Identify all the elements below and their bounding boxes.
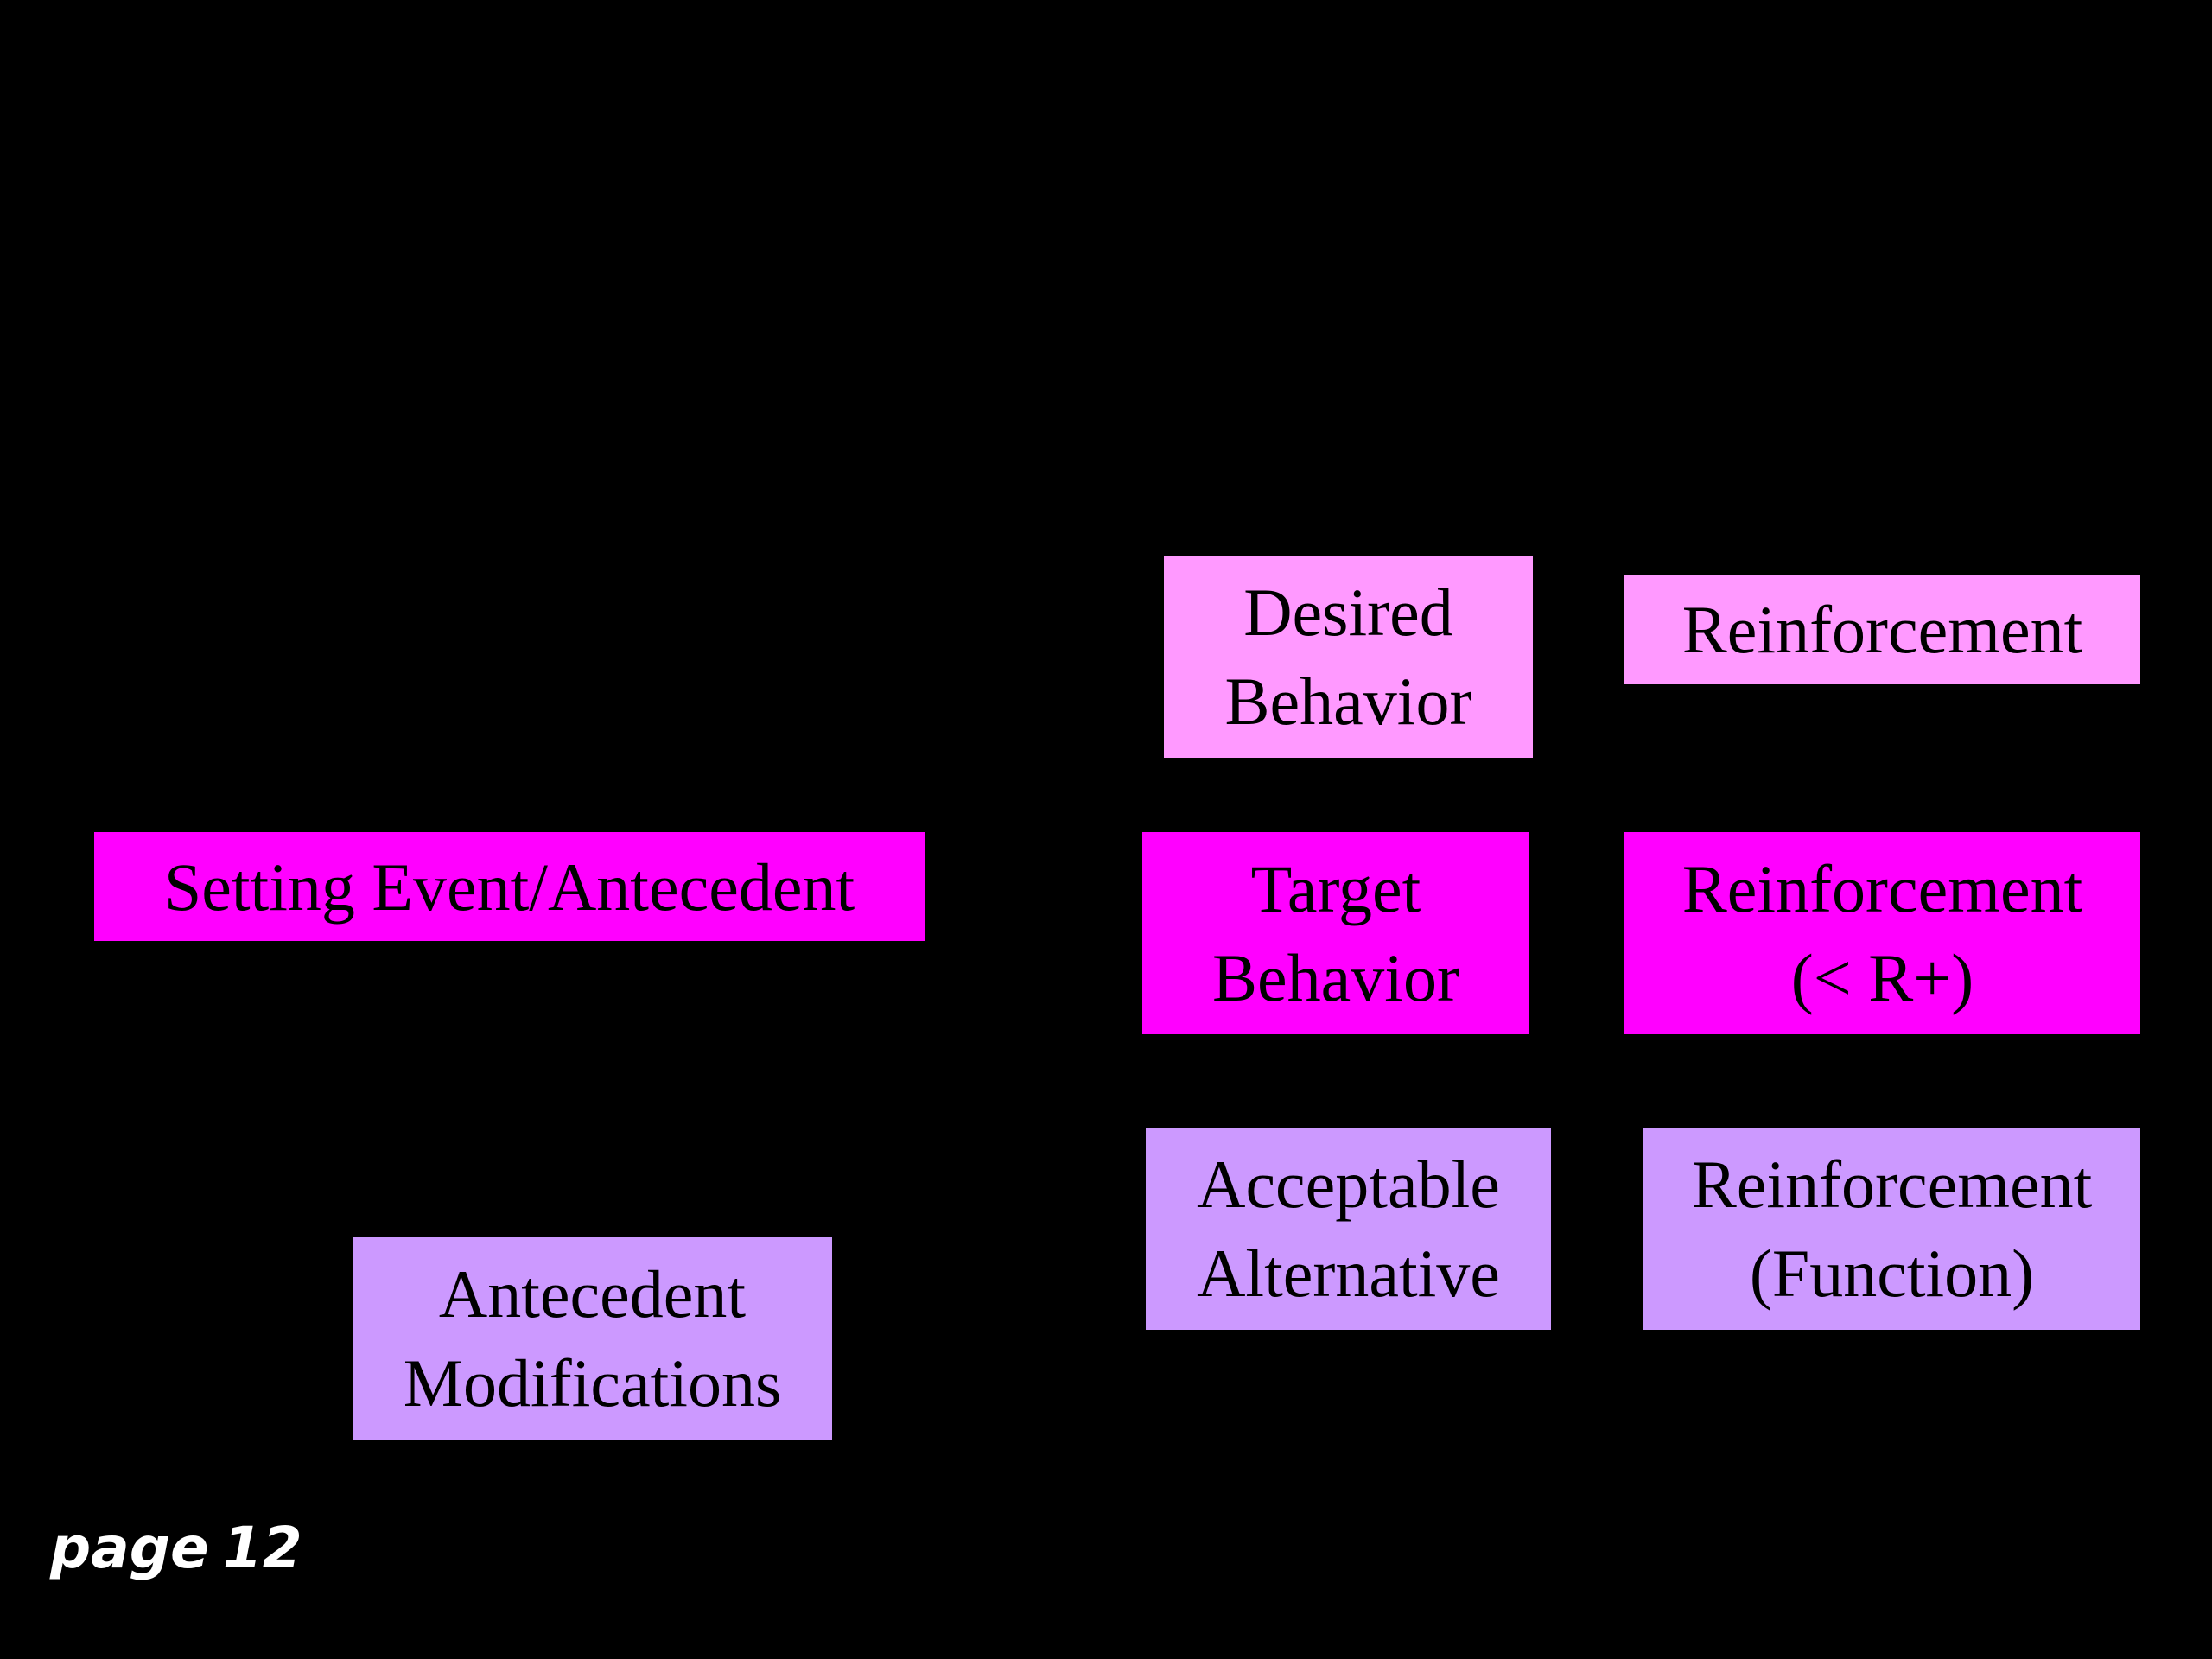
reinforcement-desired-line-1: Reinforcement	[1681, 592, 2083, 667]
reinforcement-target-line-1: Reinforcement	[1681, 851, 2083, 926]
arrow-setting-to-alternative	[923, 884, 1147, 1229]
reinforcement-function-line-2: (Function)	[1749, 1236, 2035, 1311]
arrow-desired-to-reinforcement	[1531, 625, 1625, 631]
reinforcement-target-line-2: (< R+)	[1790, 940, 1974, 1015]
antecedent-modifications-box: Antecedent Modifications	[353, 1237, 832, 1440]
reinforcement-desired-box: Reinforcement	[1624, 575, 2140, 684]
antecedent-modifications-line-2: Modifications	[403, 1345, 782, 1421]
reinforcement-target-box: Reinforcement (< R+)	[1624, 832, 2140, 1034]
acceptable-alternative-line-1: Acceptable	[1197, 1147, 1500, 1222]
reinforcement-function-line-1: Reinforcement	[1691, 1147, 2093, 1222]
arrow-setting-to-desired	[923, 655, 1164, 887]
arrow-setting-to-target	[924, 884, 1141, 933]
reinforcement-function-box: Reinforcement (Function)	[1643, 1128, 2140, 1330]
target-behavior-box: Target Behavior	[1142, 832, 1529, 1034]
setting-event-antecedent-box: Setting Event/Antecedent	[94, 832, 925, 941]
page-number: 12	[222, 1515, 302, 1581]
target-behavior-line-1: Target	[1250, 851, 1421, 926]
antecedent-modifications-line-1: Antecedent	[438, 1256, 747, 1332]
page-word: page	[50, 1515, 209, 1581]
acceptable-alternative-box: Acceptable Alternative	[1146, 1128, 1551, 1330]
target-behavior-line-2: Behavior	[1212, 940, 1459, 1015]
desired-behavior-line-2: Behavior	[1224, 664, 1472, 739]
acceptable-alternative-line-2: Alternative	[1197, 1236, 1500, 1311]
desired-behavior-box: Desired Behavior	[1164, 556, 1533, 758]
setting-event-line-1: Setting Event/Antecedent	[163, 849, 855, 925]
desired-behavior-line-1: Desired	[1243, 575, 1453, 650]
